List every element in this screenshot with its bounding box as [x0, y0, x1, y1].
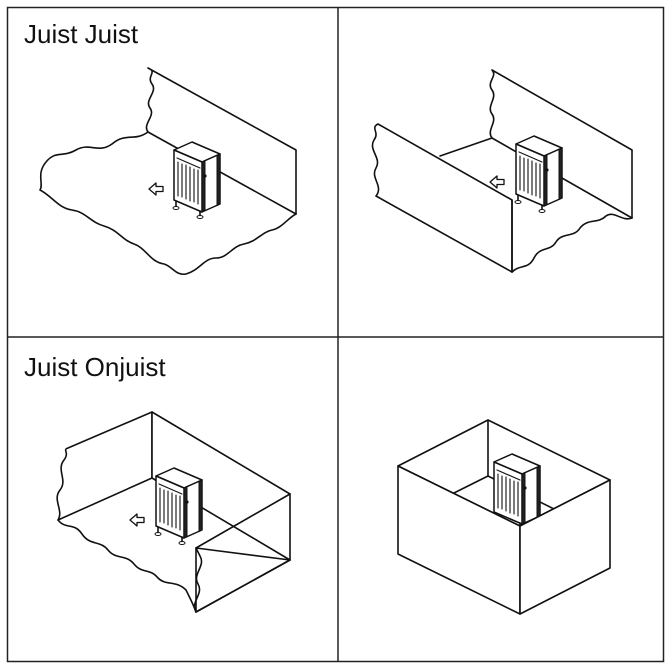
panel-caption-bottom-left: Juist Onjuist — [24, 352, 166, 382]
outdoor-unit-icon — [154, 467, 203, 546]
panel-grid — [6, 6, 665, 663]
panel-caption-top-left: Juist Juist — [24, 19, 139, 49]
airflow-arrow-icon — [148, 182, 164, 196]
airflow-arrow-icon — [129, 513, 145, 527]
panel-bottom-left-illustration — [56, 411, 291, 613]
panel-top-right-illustration — [371, 69, 633, 273]
outdoor-unit-icon — [172, 141, 221, 220]
airflow-arrow-icon — [489, 175, 505, 189]
panel-top-left-illustration — [39, 67, 297, 276]
outdoor-unit-icon — [514, 135, 563, 214]
panel-bottom-right-illustration — [397, 419, 611, 615]
